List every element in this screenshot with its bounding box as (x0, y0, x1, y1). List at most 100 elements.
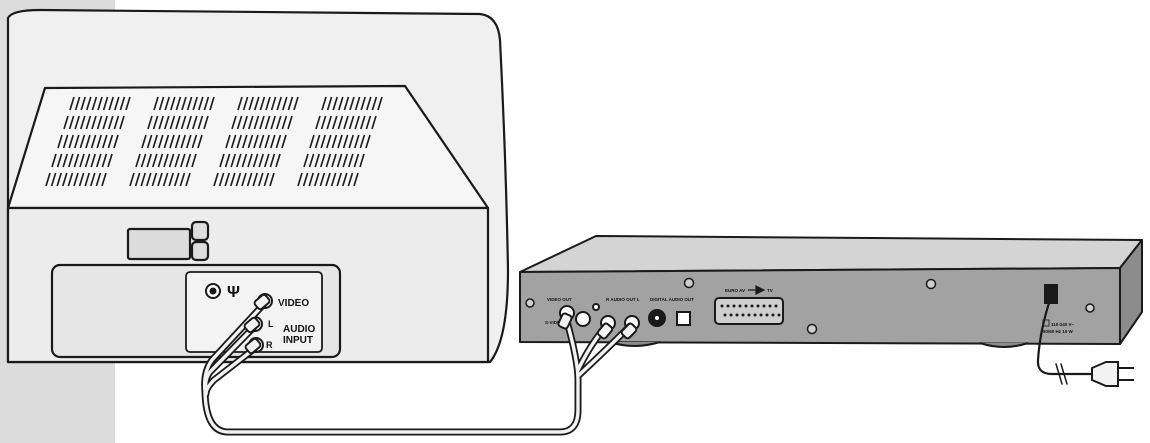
screw-icon (806, 323, 818, 335)
grille-slot (180, 134, 186, 149)
grille-slot (321, 96, 327, 111)
grille-slot (331, 153, 337, 168)
grille-slot (192, 115, 198, 130)
grille-slot (332, 96, 338, 111)
grille-slot (108, 96, 114, 111)
grille-slot (85, 115, 92, 130)
tv-input-label: INPUT (283, 335, 313, 346)
euro-av-arrow-icon (748, 285, 766, 295)
tv-video-label: VIDEO (278, 298, 309, 309)
grille-slot (68, 115, 75, 130)
grille-slot (353, 153, 360, 168)
scart-pin (744, 304, 748, 308)
grille-slot (114, 96, 120, 111)
euro-av-label: EURO AV (725, 288, 745, 293)
grille-slot (276, 96, 282, 111)
grille-slot (180, 153, 186, 168)
grille-slot (246, 172, 253, 187)
grille-slot (119, 96, 126, 111)
grille-slot (366, 96, 372, 111)
grille-slot (281, 134, 287, 149)
scart-pin (777, 313, 781, 317)
grille-slot (108, 115, 114, 130)
player-rear-panel (519, 267, 1121, 345)
grille-slot (157, 172, 163, 187)
grille-slot (314, 134, 321, 149)
grille-slot (152, 115, 159, 130)
grille-slot (354, 96, 361, 111)
small-jack (592, 303, 600, 311)
grille-slot (174, 153, 180, 168)
audio-out-label: R AUDIO OUT L (606, 297, 640, 302)
player-foot-right (979, 342, 1029, 348)
grille-slot (185, 153, 192, 168)
grille-slot (259, 115, 265, 130)
grille-slot (170, 96, 176, 111)
grille-slot (287, 96, 294, 111)
grille-slot (347, 172, 354, 187)
plug-icon (596, 322, 614, 340)
scart-pin (756, 304, 760, 308)
s-video-jack (575, 311, 591, 327)
grille-slot (241, 172, 247, 187)
scart-pins (720, 304, 781, 317)
video-out-label: VIDEO OUT (547, 297, 572, 302)
tv-label-plate (126, 227, 192, 261)
grille-slot (336, 172, 342, 187)
grille-slot (168, 153, 175, 168)
plug-icon (253, 293, 271, 311)
grille-slot (67, 172, 74, 187)
scart-pin (759, 313, 763, 317)
grille-slot (79, 134, 86, 149)
grille-slot (147, 115, 153, 130)
grille-slot (337, 115, 344, 130)
scart-pin (729, 313, 733, 317)
scart-pin (741, 313, 745, 317)
grille-slot (119, 115, 125, 130)
grille-slot (197, 134, 203, 149)
grille-slot (332, 115, 338, 130)
grille-slot (90, 153, 96, 168)
grille-slot (158, 134, 164, 149)
grille-slot (107, 153, 113, 168)
grille-slot (96, 153, 102, 168)
grille-slot (270, 96, 277, 111)
grille-slot (377, 96, 383, 111)
grille-slot (134, 172, 141, 187)
grille-slot (236, 134, 242, 149)
grille-slot (163, 134, 170, 149)
s-video-label: S-VIDEO (545, 320, 564, 325)
grille-slot (252, 153, 259, 168)
scart-pin (726, 304, 730, 308)
screw-icon (683, 277, 695, 289)
grille-slot (152, 134, 158, 149)
grille-slot (197, 115, 204, 130)
grille-slot (95, 172, 102, 187)
grille-slot (185, 172, 191, 187)
grille-slot (264, 115, 271, 130)
grille-slot (282, 96, 288, 111)
plug-icon (557, 312, 573, 330)
grille-slot (354, 115, 360, 130)
antenna-jack-inner (209, 287, 217, 295)
grille-slot (91, 96, 98, 111)
grille-slot (359, 153, 365, 168)
grille-slot (252, 172, 258, 187)
grille-slot (270, 134, 276, 149)
tv-l-label: L (268, 319, 274, 329)
grille-slot (308, 172, 314, 187)
grille-slot (180, 115, 187, 130)
tv-small-button-bottom (190, 240, 210, 262)
scart-pin (774, 304, 778, 308)
grille-slot (231, 115, 237, 130)
grille-slot (164, 96, 170, 111)
grille-slot (158, 115, 164, 130)
antenna-symbol: Ψ (227, 284, 240, 301)
grille-slot (338, 96, 344, 111)
scart-pin (723, 313, 727, 317)
grille-slot (73, 172, 79, 187)
power-rating-line1: 110-240 V~ (1051, 322, 1075, 327)
grille-slot (264, 153, 270, 168)
grille-slot (74, 115, 80, 130)
grille-slot (86, 96, 92, 111)
